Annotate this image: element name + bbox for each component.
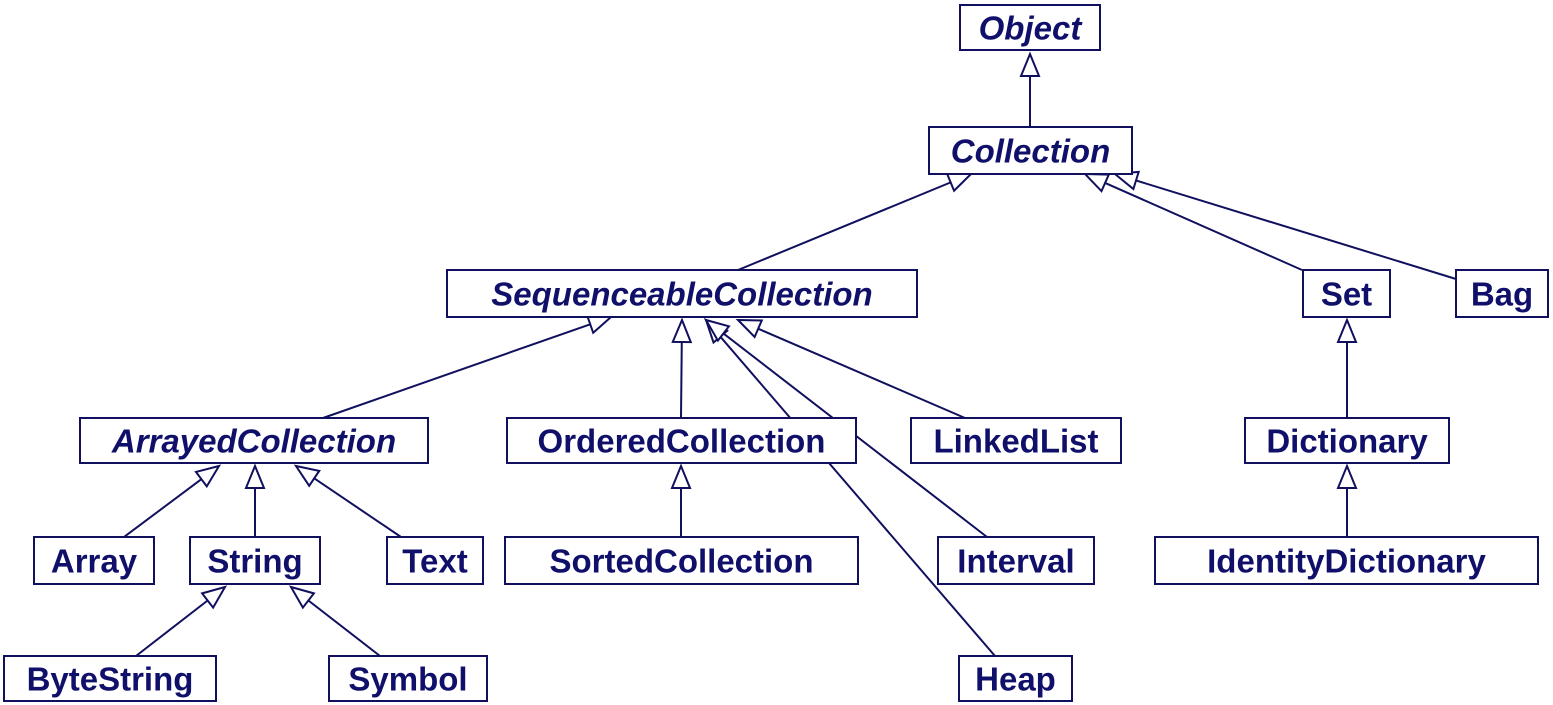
class-box xyxy=(33,536,155,585)
class-name-label: Heap xyxy=(975,661,1056,698)
inheritance-edge-sorted-to-ordered xyxy=(670,463,692,537)
edge-line xyxy=(322,323,591,419)
class-node-linkedlist: LinkedList xyxy=(910,417,1122,464)
class-name-label: SequenceableCollection xyxy=(491,276,872,313)
inheritance-edge-collection-to-object xyxy=(1019,51,1041,127)
inheritance-edge-bytestring-to-string xyxy=(135,585,228,657)
class-box xyxy=(506,417,857,464)
inheritance-edge-ordered-to-sequenceable xyxy=(671,317,693,419)
class-node-symbol: Symbol xyxy=(328,655,488,702)
hollow-triangle-arrowhead-icon xyxy=(1019,51,1041,77)
class-box xyxy=(189,536,321,585)
class-name-label: SortedCollection xyxy=(549,543,813,580)
class-name-label: Set xyxy=(1321,276,1372,313)
class-node-heap: Heap xyxy=(958,655,1073,702)
class-box xyxy=(910,417,1122,464)
class-name-label: String xyxy=(207,543,302,580)
class-box xyxy=(446,269,918,318)
class-name-label: Array xyxy=(51,543,138,580)
inheritance-edge-identitydict-to-dictionary xyxy=(1336,463,1358,537)
class-node-dictionary: Dictionary xyxy=(1244,417,1450,464)
hollow-triangle-arrowhead-icon xyxy=(194,464,222,489)
class-node-sorted: SortedCollection xyxy=(504,536,859,585)
hollow-triangle-arrowhead-icon xyxy=(735,318,764,339)
class-node-array: Array xyxy=(33,536,155,585)
class-box xyxy=(1302,269,1391,318)
edge-line xyxy=(1104,181,1303,271)
edge-line xyxy=(737,181,952,271)
class-node-bag: Bag xyxy=(1455,269,1549,318)
class-node-set: Set xyxy=(1302,269,1391,318)
edge-line xyxy=(135,599,209,657)
class-node-collection: Collection xyxy=(928,126,1133,175)
edge-line xyxy=(680,341,683,419)
class-node-ordered: OrderedCollection xyxy=(506,417,857,464)
inheritance-edge-string-to-arrayed xyxy=(244,463,266,537)
hollow-triangle-arrowhead-icon xyxy=(585,314,614,335)
class-name-label: ByteString xyxy=(27,661,194,698)
class-box xyxy=(386,536,484,585)
class-box xyxy=(3,655,217,702)
hollow-triangle-arrowhead-icon xyxy=(293,464,321,488)
edge-line xyxy=(313,477,402,538)
class-node-interval: Interval xyxy=(937,536,1095,585)
hollow-triangle-arrowhead-icon xyxy=(703,318,731,343)
edge-line xyxy=(757,327,966,419)
inheritance-edge-symbol-to-string xyxy=(288,585,381,657)
class-box xyxy=(937,536,1095,585)
class-box xyxy=(1154,536,1539,585)
edge-line xyxy=(123,478,202,538)
class-box xyxy=(958,655,1073,702)
inheritance-edge-bag-to-collection xyxy=(1112,170,1457,280)
class-box xyxy=(1455,269,1549,318)
class-box xyxy=(1244,417,1450,464)
hollow-triangle-arrowhead-icon xyxy=(200,585,228,610)
hollow-triangle-arrowhead-icon xyxy=(671,317,693,344)
class-name-label: Dictionary xyxy=(1266,423,1428,460)
hollow-triangle-arrowhead-icon xyxy=(945,172,974,193)
class-node-string: String xyxy=(189,536,321,585)
edge-line xyxy=(307,599,381,657)
edge-line xyxy=(1135,179,1457,280)
inheritance-edge-arrayed-to-sequenceable xyxy=(322,314,614,419)
edge-line xyxy=(719,336,996,657)
class-name-label: Object xyxy=(979,10,1084,47)
inheritance-edge-array-to-arrayed xyxy=(123,464,222,538)
class-box xyxy=(504,536,859,585)
class-name-label: ArrayedCollection xyxy=(111,423,396,460)
inheritance-edge-text-to-arrayed xyxy=(293,464,402,538)
class-box xyxy=(79,417,429,464)
hollow-triangle-arrowhead-icon xyxy=(288,585,316,610)
inheritance-edge-dictionary-to-set xyxy=(1336,317,1358,418)
class-name-label: Interval xyxy=(957,543,1074,580)
inheritance-edge-heap-to-sequenceable xyxy=(704,317,996,657)
inheritance-edges xyxy=(123,51,1457,657)
class-name-label: Bag xyxy=(1471,276,1533,313)
class-name-label: OrderedCollection xyxy=(538,423,826,460)
class-name-label: Collection xyxy=(951,133,1111,170)
class-box xyxy=(928,126,1133,175)
hollow-triangle-arrowhead-icon xyxy=(1082,172,1111,193)
class-node-text: Text xyxy=(386,536,484,585)
class-node-bytestring: ByteString xyxy=(3,655,217,702)
class-node-identitydict: IdentityDictionary xyxy=(1154,536,1539,585)
class-name-label: Symbol xyxy=(348,661,467,698)
hollow-triangle-arrowhead-icon xyxy=(244,463,266,489)
class-name-label: IdentityDictionary xyxy=(1207,543,1486,580)
hollow-triangle-arrowhead-icon xyxy=(670,463,692,489)
class-node-sequenceable: SequenceableCollection xyxy=(446,269,918,318)
class-name-label: Text xyxy=(402,543,467,580)
hollow-triangle-arrowhead-icon xyxy=(1336,317,1358,343)
class-name-label: LinkedList xyxy=(933,423,1098,460)
class-box xyxy=(328,655,488,702)
inheritance-edge-linkedlist-to-sequenceable xyxy=(735,318,966,419)
hollow-triangle-arrowhead-icon xyxy=(1336,463,1358,489)
class-box xyxy=(959,4,1101,51)
inheritance-edge-sequenceable-to-collection xyxy=(737,172,974,271)
class-node-object: Object xyxy=(959,4,1101,51)
class-node-arrayed: ArrayedCollection xyxy=(79,417,429,464)
